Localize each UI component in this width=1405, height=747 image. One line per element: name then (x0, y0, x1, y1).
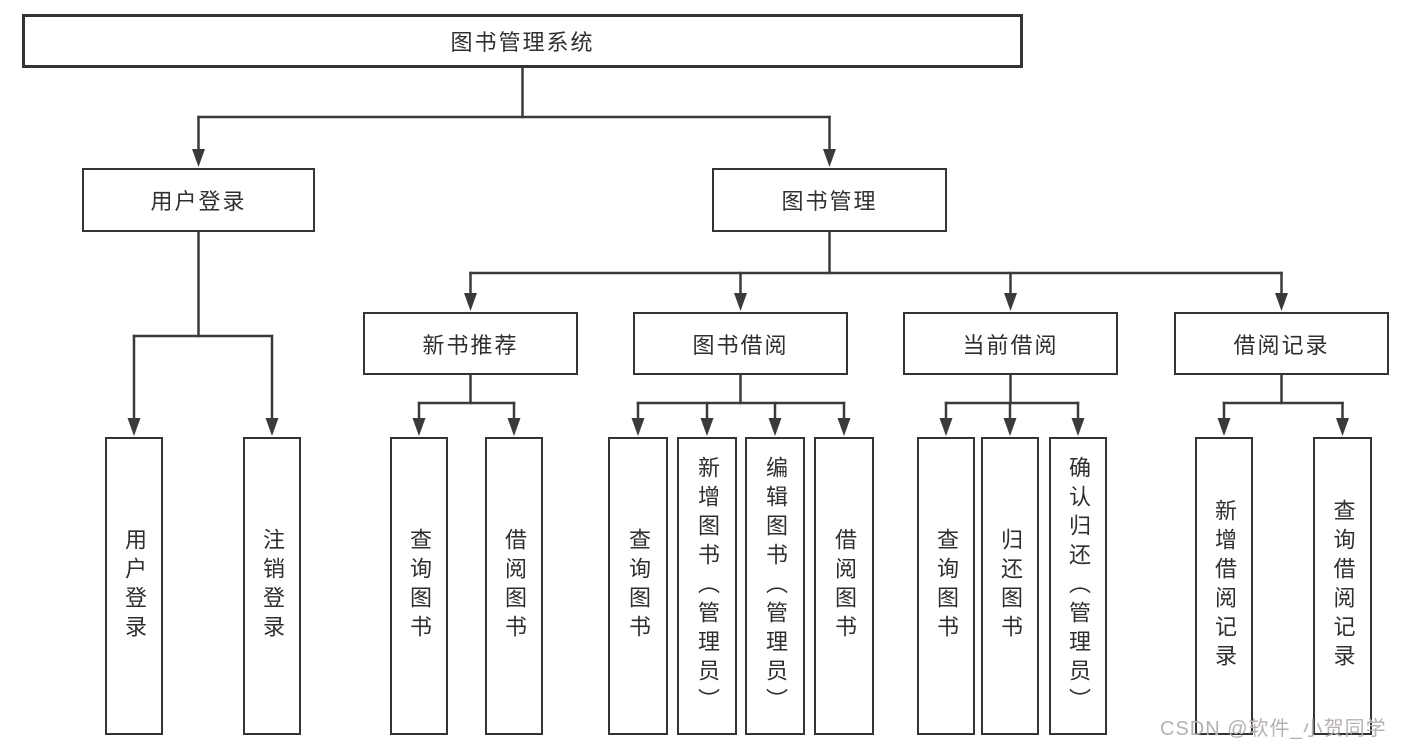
arrowhead-icon (464, 293, 477, 311)
node-label: 用户登录 (150, 189, 247, 214)
node-label: 用户登录 (122, 528, 147, 644)
arrowhead-icon (265, 418, 279, 436)
arrowhead-icon (837, 418, 851, 436)
node-label: 借阅图书 (832, 528, 857, 644)
node-new-book-rec: 新书推荐 (363, 312, 578, 375)
arrowhead-icon (1004, 293, 1017, 311)
arrowhead-icon (700, 418, 714, 436)
node-label: 新增图书（管理员） (695, 455, 720, 717)
node-label: 图书管理 (781, 189, 878, 214)
node-leaf-nbr-query: 查询图书 (390, 437, 448, 735)
arrowhead-icon (768, 418, 782, 436)
arrowhead-icon (1336, 418, 1349, 436)
arrowhead-icon (823, 149, 836, 167)
node-label: 编辑图书（管理员） (763, 455, 788, 717)
node-label: 注销登录 (260, 528, 285, 644)
node-leaf-nbr-borrow: 借阅图书 (485, 437, 543, 735)
node-label: 借阅记录 (1233, 332, 1330, 358)
node-leaf-bb-edit: 编辑图书（管理员） (745, 437, 805, 735)
arrowhead-icon (412, 418, 426, 436)
node-leaf-bb-query: 查询图书 (608, 437, 668, 735)
node-current-borrow: 当前借阅 (903, 312, 1118, 375)
node-leaf-bb-add: 新增图书（管理员） (677, 437, 737, 735)
node-leaf-br-add: 新增借阅记录 (1195, 437, 1253, 735)
node-leaf-cb-confirm: 确认归还（管理员） (1049, 437, 1107, 735)
node-leaf-logout: 注销登录 (243, 437, 301, 735)
node-leaf-br-query: 查询借阅记录 (1313, 437, 1372, 735)
node-label: 借阅图书 (502, 528, 527, 644)
arrowhead-icon (507, 418, 521, 436)
node-label: 新增借阅记录 (1212, 499, 1237, 673)
node-label: 查询借阅记录 (1330, 499, 1356, 673)
node-leaf-cb-return: 归还图书 (981, 437, 1039, 735)
arrowhead-icon (1071, 418, 1085, 436)
node-label: 新书推荐 (422, 332, 519, 358)
arrowhead-icon (1275, 293, 1288, 311)
node-label: 查询图书 (934, 528, 959, 644)
arrowhead-icon (631, 418, 645, 436)
node-borrow-records: 借阅记录 (1174, 312, 1389, 375)
node-leaf-bb-borrow: 借阅图书 (814, 437, 874, 735)
node-label: 归还图书 (998, 528, 1023, 644)
node-user-login: 用户登录 (82, 168, 315, 232)
arrowhead-icon (127, 418, 141, 436)
node-leaf-login: 用户登录 (105, 437, 163, 735)
arrowhead-icon (192, 149, 205, 167)
arrowhead-icon (1003, 418, 1017, 436)
arrowhead-icon (1217, 418, 1231, 436)
watermark: CSDN @软件_小贺同学 (1160, 718, 1387, 740)
node-leaf-cb-query: 查询图书 (917, 437, 975, 735)
node-label: 图书管理系统 (450, 30, 595, 55)
node-label: 确认归还（管理员） (1066, 455, 1091, 717)
node-book-borrow: 图书借阅 (633, 312, 848, 375)
node-label: 查询图书 (407, 528, 432, 644)
node-label: 查询图书 (626, 528, 651, 644)
arrowhead-icon (939, 418, 953, 436)
arrowhead-icon (734, 293, 747, 311)
node-book-mgmt: 图书管理 (712, 168, 947, 232)
node-root: 图书管理系统 (22, 14, 1023, 68)
node-label: 图书借阅 (692, 332, 789, 358)
node-label: 当前借阅 (962, 332, 1059, 358)
